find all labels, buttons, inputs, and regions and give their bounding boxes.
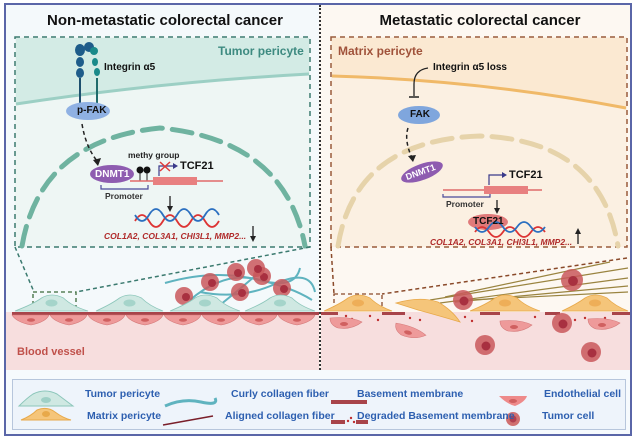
integrin-icon <box>75 42 100 104</box>
p-fak-icon <box>66 102 110 120</box>
nucleus-envelope <box>335 133 621 249</box>
degraded-fragment <box>463 315 467 319</box>
basement-membrane-segment <box>612 312 630 315</box>
tcf21-gene-label: TCF21 <box>180 160 214 172</box>
fak-icon <box>398 106 440 124</box>
panel-divider <box>319 5 321 370</box>
legend-label: Tumor cell <box>542 410 595 422</box>
degraded-membrane-icon <box>331 416 368 424</box>
legend-label: Curly collagen fiber <box>231 388 330 400</box>
tcf21-gene-icon <box>484 186 528 194</box>
dnmt1-icon <box>401 161 443 183</box>
basement-membrane <box>12 312 319 315</box>
aligned-collagen-icon <box>162 415 214 426</box>
legend-label: Tumor pericyte <box>85 388 161 400</box>
methyl-group-icon <box>136 166 144 174</box>
p-fak-label: p-FAK <box>77 105 107 116</box>
right-vessel <box>321 312 630 370</box>
legend-label: Matrix pericyte <box>87 410 162 422</box>
left-panel-title: Non-metastatic colorectal cancer <box>47 12 283 29</box>
left-inset <box>14 36 311 249</box>
target-genes-label: COL1A2, COL3A1, CHI3L1, MMP2... <box>104 231 247 241</box>
integrin-label: Integrin α5 <box>104 62 156 73</box>
degraded-fragment <box>470 319 474 323</box>
basement-membrane-icon <box>331 400 367 404</box>
tcf21-gene-icon <box>153 177 197 185</box>
methyl-group-icon <box>143 166 151 174</box>
promoter-label: Promoter <box>446 199 484 209</box>
basement-membrane-segment <box>545 312 560 315</box>
dnmt1-icon <box>90 165 134 183</box>
basement-membrane-segment <box>321 312 338 315</box>
endothelial-cell <box>587 318 621 330</box>
endothelial-cell <box>499 320 533 332</box>
degraded-fragment <box>376 318 380 322</box>
legend-label: Aligned collagen fiber <box>225 410 335 422</box>
dna-icon <box>474 221 546 238</box>
degraded-fragment <box>368 314 372 318</box>
legend-label: Degraded Basement membrane <box>357 410 515 422</box>
tcf21-protein-label: TCF21 <box>473 216 504 227</box>
matrix-pericyte <box>394 298 461 323</box>
dnmt1-label: DNMT1 <box>95 169 130 180</box>
degraded-fragment <box>408 316 412 320</box>
endothelial-cell <box>395 322 427 339</box>
legend: Tumor pericyte Curly collagen fiber Base… <box>12 379 626 430</box>
blood-vessel-label: Blood vessel <box>17 346 85 358</box>
integrin-loss-label: Integrin α5 loss <box>433 62 507 73</box>
degraded-fragment <box>533 315 537 319</box>
fak-label: FAK <box>410 109 430 120</box>
legend-label: Endothelial cell <box>544 388 622 400</box>
right-panel-title: Metastatic colorectal cancer <box>379 12 581 29</box>
tcf21-protein-icon <box>468 214 508 230</box>
degraded-fragment <box>418 318 422 322</box>
legend-label: Basement membrane <box>357 388 464 400</box>
basement-membrane-segment <box>382 312 405 315</box>
degraded-fragment <box>573 318 577 322</box>
right-inset <box>330 36 628 249</box>
tcf21-gene-label: TCF21 <box>509 169 543 181</box>
degraded-fragment <box>344 314 348 318</box>
matrix-pericyte-label: Matrix pericyte <box>338 44 423 58</box>
tumor-pericyte-label: Tumor pericyte <box>218 44 304 58</box>
methyl-group-label: methy group <box>128 150 180 160</box>
target-genes-label: COL1A2, COL3A1, CHI3L1, MMP2... <box>430 237 573 247</box>
promoter-label: Promoter <box>105 191 143 201</box>
nucleus-envelope <box>19 125 308 249</box>
curly-collagen-icon <box>164 397 218 408</box>
basement-membrane-segment <box>480 312 500 315</box>
degraded-fragment <box>583 316 587 320</box>
dna-icon <box>134 208 220 228</box>
endothelial-cell <box>329 317 363 329</box>
